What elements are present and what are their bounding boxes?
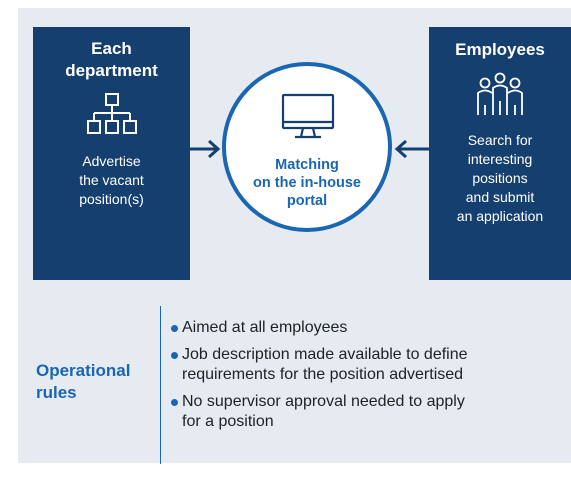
bullet-icon	[171, 352, 178, 359]
rule-3-line-1: No supervisor approval needed to apply	[182, 393, 465, 410]
employees-text-line-1: Search for	[467, 132, 533, 148]
matching-portal-circle: Matching on the in-house portal	[222, 62, 392, 232]
employees-text-line-3: positions	[472, 170, 528, 186]
rule-1-line-1: Aimed at all employees	[182, 319, 348, 336]
rules-title-line-1: Operational	[36, 361, 131, 380]
bullet-icon	[171, 325, 178, 332]
people-group-icon	[477, 72, 523, 115]
employees-text-line-4: and submit	[465, 189, 535, 205]
rules-title-line-2: rules	[36, 383, 77, 402]
matching-portal-label: Matching on the in-house portal	[234, 156, 380, 210]
department-box-title: Each department	[33, 38, 190, 82]
department-text-line-3: position(s)	[79, 191, 144, 207]
rule-3-line-2: for a position	[182, 413, 274, 430]
department-text-line-1: Advertise	[82, 153, 141, 169]
arrow-left-icon	[394, 139, 429, 159]
employees-text-line-2: interesting	[467, 151, 533, 167]
employees-box: Employees Search for interesting positio…	[429, 27, 571, 280]
rules-divider	[160, 306, 161, 464]
employees-text-line-5: an application	[456, 208, 544, 224]
employees-box-title: Employees	[455, 40, 545, 59]
matching-line-1: Matching	[275, 157, 339, 173]
rule-item: Job description made available to define…	[170, 345, 570, 385]
matching-line-3: portal	[286, 193, 328, 209]
matching-line-2: on the in-house	[253, 175, 361, 191]
org-chart-icon	[86, 93, 137, 134]
department-title-line-2: department	[65, 61, 158, 80]
arrow-right-icon	[190, 139, 221, 159]
department-description: Advertise the vacant position(s)	[33, 152, 190, 209]
department-text-line-2: the vacant	[79, 172, 144, 188]
employees-description: Search for interesting positions and sub…	[429, 131, 571, 226]
department-box: Each department Advertise the vacant pos…	[33, 27, 190, 280]
operational-rules-title: Operational rules	[36, 360, 156, 404]
rule-2-line-2: requirements for the position advertised	[182, 366, 464, 383]
bullet-icon	[171, 399, 178, 406]
rule-item: No supervisor approval needed to apply f…	[170, 392, 570, 432]
operational-rules-list: Aimed at all employees Job description m…	[170, 318, 570, 439]
monitor-icon	[281, 93, 335, 139]
rule-2-line-1: Job description made available to define	[182, 346, 468, 363]
rule-item: Aimed at all employees	[170, 318, 570, 338]
department-title-line-1: Each	[91, 39, 132, 58]
